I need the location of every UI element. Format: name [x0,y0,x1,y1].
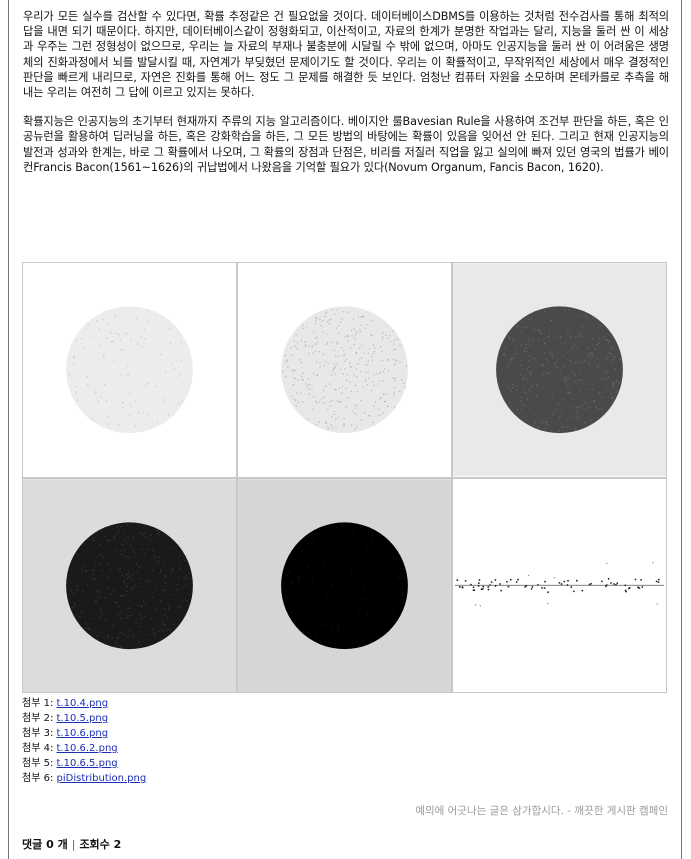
disk-image [23,478,236,692]
board-notice: 예의에 어긋나는 글은 삼가합시다. - 깨끗한 게시판 캠페인 [415,805,668,817]
image-grid [22,262,667,693]
attachment-link[interactable]: t.10.6.2.png [56,743,118,754]
disk [66,306,193,434]
noise-speckles [70,524,190,648]
comments-unit: 개 [57,838,68,851]
attachment-row: 첨부 4: t.10.6.2.png [22,741,146,756]
attachment-prefix: 첨부 [22,713,41,724]
views-label: 조회수 [79,838,110,851]
disk [66,521,193,649]
disk [496,306,623,434]
attachment-num: 5: [43,758,54,769]
image-t-10-5[interactable] [237,262,452,478]
comments-count[interactable]: 0 [46,838,54,851]
attachment-num: 1: [43,698,54,709]
disk-image [453,263,666,477]
paragraph-1: 우리가 모든 실수를 검산할 수 있다면, 확률 추정같은 건 필요없을 것이다… [23,10,669,100]
image-t-10-6-5[interactable] [237,477,452,693]
attachment-link[interactable]: piDistribution.png [56,773,147,784]
attachment-prefix: 첨부 [22,743,41,754]
image-pi-distribution[interactable] [452,477,667,693]
attachment-link[interactable]: t.10.5.png [56,713,109,724]
attachment-num: 3: [43,728,54,739]
attachment-num: 4: [43,743,54,754]
image-background [453,478,666,692]
disk-image [238,478,451,692]
image-t-10-6[interactable] [452,262,667,478]
noise-speckles [68,309,183,427]
attachment-list: 첨부 1: t.10.4.png 첨부 2: t.10.5.png 첨부 3: … [22,696,146,786]
disk-image [23,263,236,477]
disk-image [238,263,451,477]
pi-distribution-plot [453,478,666,692]
attachment-link[interactable]: t.10.6.png [56,728,109,739]
disk [281,306,408,434]
noise-speckles [288,529,404,645]
paragraph-2: 확률지능은 인공지능의 초기부터 현재까지 주류의 지능 알고리즘이다. 베이지… [23,115,669,174]
distribution-points [456,561,660,607]
post-stats: 댓글 0 개|조회수 2 [22,836,121,852]
attachment-row: 첨부 1: t.10.4.png [22,696,146,711]
views-count: 2 [113,838,122,851]
attachment-prefix: 첨부 [22,728,41,739]
post-frame [8,0,682,859]
attachment-num: 2: [43,713,54,724]
noise-speckles [502,309,621,433]
comments-label[interactable]: 댓글 [22,838,43,851]
attachment-num: 6: [43,773,54,784]
image-t-10-6-2[interactable] [22,477,237,693]
attachment-prefix: 첨부 [22,698,41,709]
stats-divider: | [71,838,76,851]
noise-speckles [282,308,407,430]
attachment-row: 첨부 6: piDistribution.png [22,771,146,786]
attachment-link[interactable]: t.10.6.5.png [56,758,118,769]
attachment-prefix: 첨부 [22,758,41,769]
attachment-link[interactable]: t.10.4.png [56,698,109,709]
attachment-prefix: 첨부 [22,773,41,784]
attachment-row: 첨부 3: t.10.6.png [22,726,146,741]
attachment-row: 첨부 2: t.10.5.png [22,711,146,726]
disk [281,521,408,649]
post-body: 우리가 모든 실수를 검산할 수 있다면, 확률 추정같은 건 필요없을 것이다… [23,9,669,189]
image-t-10-4[interactable] [22,262,237,478]
attachment-row: 첨부 5: t.10.6.5.png [22,756,146,771]
